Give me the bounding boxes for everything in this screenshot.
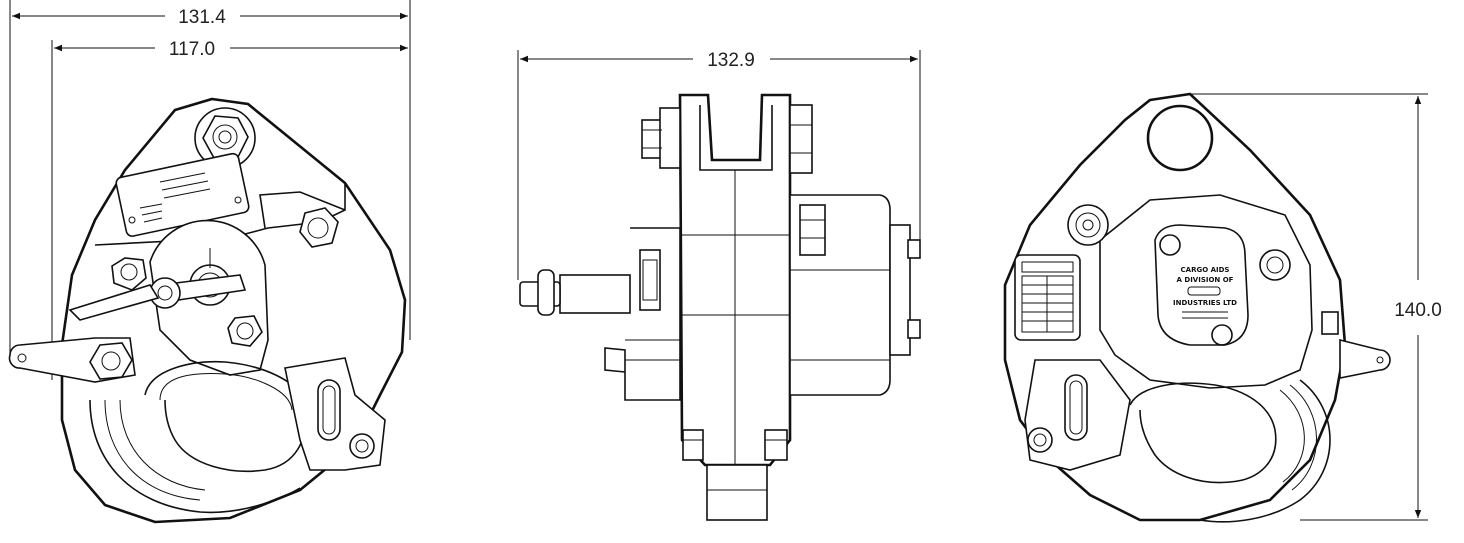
- dimension-overall-width-left: 131.4: [9, 0, 411, 362]
- rear-small-nut-icon: [1067, 204, 1109, 246]
- dimension-inner-width-left: 117.0: [51, 39, 408, 380]
- lift-ring-icon: [1146, 104, 1214, 172]
- side-bottom-bolt-left-icon: [682, 429, 704, 461]
- rear-latch-plate: [1024, 359, 1131, 471]
- rear-inner-plate: [1099, 194, 1313, 389]
- plate-line-1: CARGO AIDS: [1181, 266, 1230, 274]
- identification-plate: [115, 152, 250, 237]
- lock-mechanism: [68, 219, 269, 376]
- housing-bolt-icon: [299, 207, 339, 248]
- rear-manufacturer-plate: CARGO AIDS A DIVISION OF INDUSTRIES LTD: [1154, 224, 1249, 346]
- dimension-side-width: 132.9: [517, 50, 921, 280]
- side-left-housing: [604, 227, 681, 401]
- dimension-height-right: 140.0: [1190, 93, 1442, 521]
- side-view: 132.9: [517, 50, 921, 521]
- dim-131-4-label: 131.4: [178, 7, 226, 28]
- rear-boss-icon: [1259, 249, 1291, 281]
- dim-140-0-label: 140.0: [1394, 300, 1442, 321]
- rear-view: 140.0: [1003, 92, 1442, 523]
- rear-side-tab: [1339, 338, 1391, 379]
- side-hook-tip: [706, 464, 768, 521]
- dim-132-9-label: 132.9: [707, 50, 755, 71]
- front-view: 131.4 117.0: [8, 0, 411, 524]
- plate-line-3: INDUSTRIES LTD: [1173, 299, 1237, 307]
- side-release-shaft: [519, 269, 631, 316]
- front-keeper-tab: [8, 337, 136, 383]
- dim-117-0-label: 117.0: [169, 39, 215, 60]
- side-bottom-bolt-right-icon: [764, 429, 788, 461]
- rear-hook-throat: [1129, 379, 1331, 523]
- side-top-bolt-right-icon: [789, 104, 813, 174]
- side-top-bolt-left-icon: [641, 107, 681, 169]
- rear-spec-plate: [1014, 254, 1081, 341]
- front-latch-plate: [284, 357, 386, 471]
- plate-line-2: A DIVISION OF: [1177, 276, 1234, 284]
